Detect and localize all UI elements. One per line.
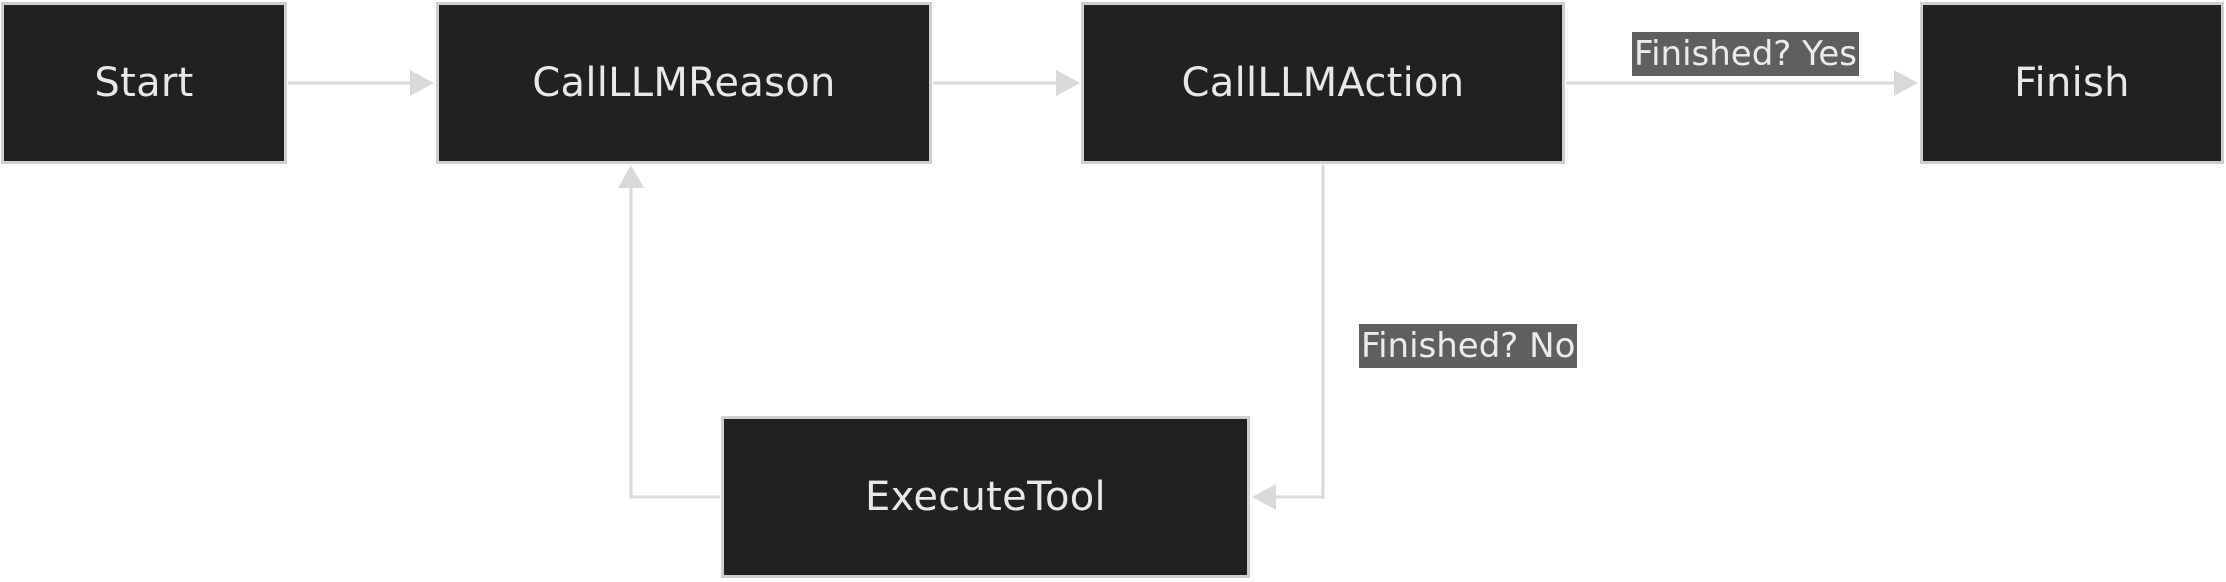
node-finish: Finish [1920, 2, 2224, 164]
arrowhead-executetool [1252, 484, 1276, 510]
node-execute-tool-label: ExecuteTool [865, 474, 1106, 520]
arrowhead-reason [410, 70, 434, 96]
edge-label-finished-no: Finished? No [1359, 324, 1578, 368]
arrowhead-action [1056, 70, 1080, 96]
node-finish-label: Finish [2014, 60, 2130, 106]
arrowhead-reason-bottom [618, 165, 644, 188]
arrowhead-finish [1894, 70, 1918, 96]
edge-action-to-executetool [1274, 165, 1325, 499]
node-start: Start [1, 2, 287, 164]
edge-label-finished-yes: Finished? Yes [1632, 32, 1860, 76]
node-call-llm-reason: CallLLMReason [436, 2, 932, 164]
node-call-llm-action: CallLLMAction [1081, 2, 1565, 164]
node-call-llm-action-label: CallLLMAction [1181, 60, 1465, 106]
node-start-label: Start [94, 60, 194, 106]
node-call-llm-reason-label: CallLLMReason [532, 60, 836, 106]
node-execute-tool: ExecuteTool [721, 416, 1250, 578]
edge-executetool-to-reason [629, 188, 720, 499]
